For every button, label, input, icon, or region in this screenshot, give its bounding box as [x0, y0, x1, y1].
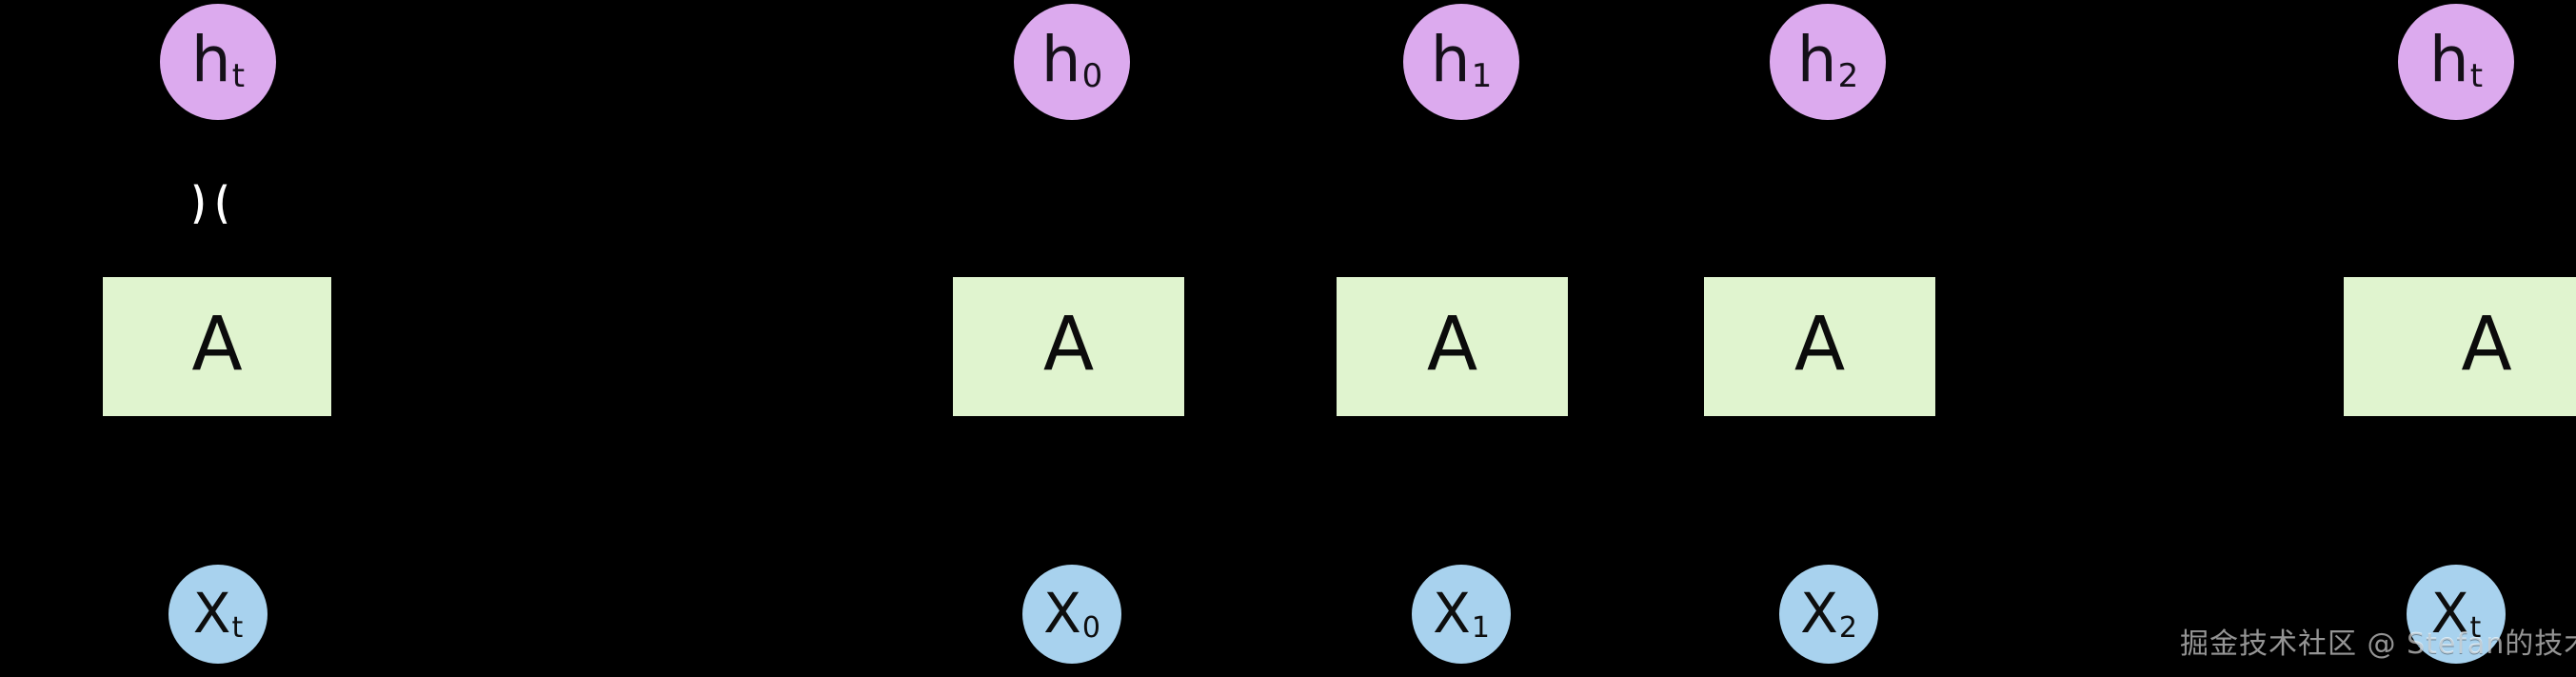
- input-subscript: t: [231, 611, 244, 645]
- hidden-state-base: h: [2428, 23, 2469, 96]
- input-base: X: [1800, 581, 1838, 646]
- hidden-state-subscript: 0: [1081, 57, 1103, 95]
- rnn-cell-block-4: A: [2344, 277, 2576, 416]
- hidden-state-base: h: [1040, 23, 1081, 96]
- hidden-state-subscript: t: [231, 57, 246, 95]
- rnn-cell-block-1: A: [953, 277, 1184, 416]
- input-base: X: [192, 581, 231, 646]
- hidden-state-base: h: [1796, 23, 1837, 96]
- input-subscript: t: [2469, 611, 2482, 645]
- watermark-text: 掘金技术社区 @ Stefan的技术笔记: [2180, 627, 2576, 661]
- input-subscript: 1: [1471, 611, 1490, 645]
- hidden-state-subscript: t: [2469, 57, 2484, 95]
- input-subscript: 0: [1081, 611, 1100, 645]
- missing-glyph-artifact: )(: [188, 177, 234, 229]
- hidden-state-subscript: 1: [1471, 57, 1493, 95]
- rnn-cell-label: A: [191, 302, 243, 388]
- rnn-cell-block-3: A: [1704, 277, 1935, 416]
- rnn-cell-label: A: [1042, 302, 1095, 388]
- rnn-cell-label: A: [1426, 302, 1478, 388]
- input-base: X: [1043, 581, 1081, 646]
- hidden-state-base: h: [1430, 23, 1471, 96]
- hidden-state-base: h: [190, 23, 231, 96]
- rnn-cell-label: A: [1793, 302, 1846, 388]
- input-subscript: 2: [1838, 611, 1857, 645]
- rnn-cell-label: A: [2461, 302, 2512, 388]
- input-base: X: [1433, 581, 1471, 646]
- hidden-state-subscript: 2: [1837, 57, 1859, 95]
- rnn-cell-block-2: A: [1337, 277, 1568, 416]
- rnn-cell-block-0: A: [103, 277, 331, 416]
- input-base: X: [2430, 581, 2469, 646]
